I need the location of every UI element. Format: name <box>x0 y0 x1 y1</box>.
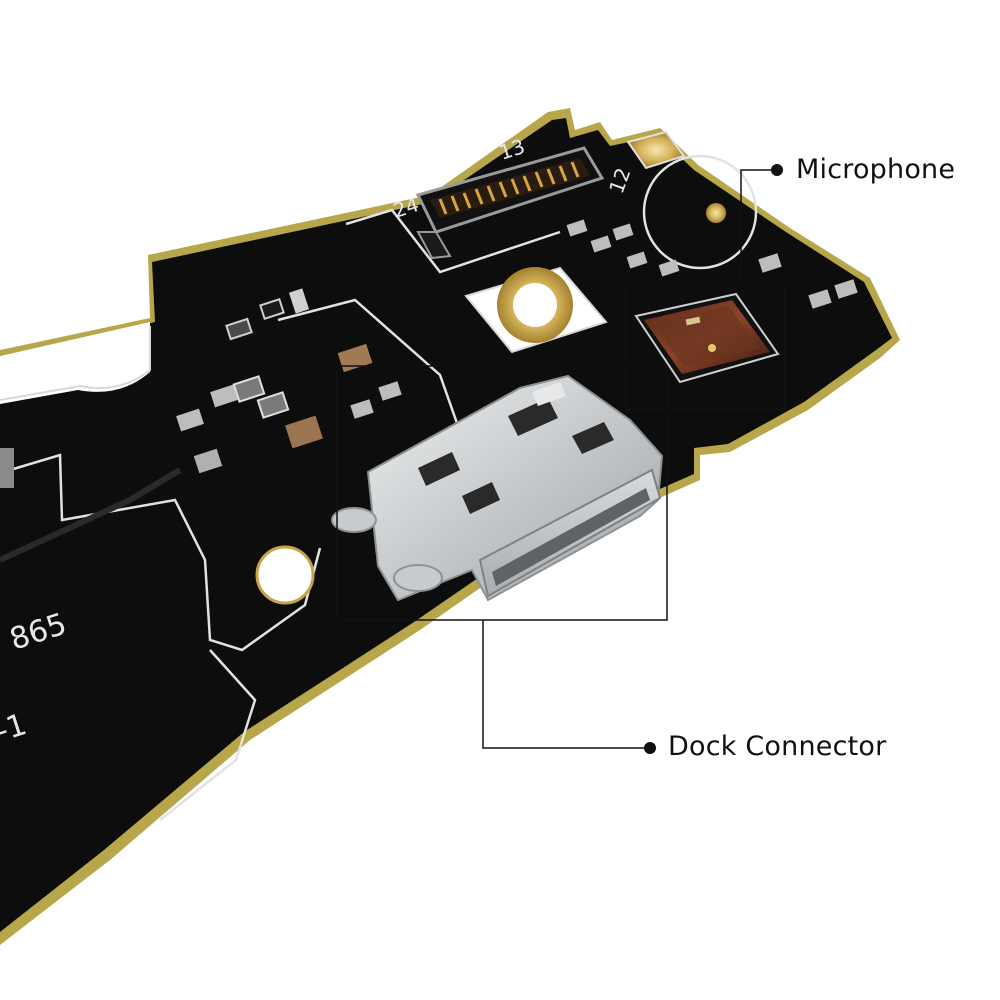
board-notch <box>0 322 150 404</box>
silkscreen-trace-diagonal <box>0 467 182 563</box>
notch-outline <box>0 326 151 401</box>
silkscreen-outline-top <box>345 208 561 274</box>
mounting-hole <box>255 545 315 605</box>
microphone-label: Microphone <box>796 154 956 185</box>
microphone-callout-box <box>625 284 786 410</box>
gold-pad-left <box>0 448 14 488</box>
mic-port-outline <box>642 154 758 270</box>
mic-port-pad <box>706 203 726 223</box>
usb-dock-connector <box>331 374 664 602</box>
dock-connector-leader-line <box>482 620 646 749</box>
microphone-leader-line <box>740 169 775 285</box>
silkscreen-outline-left <box>9 453 322 652</box>
dock-connector-callout-box <box>336 365 668 621</box>
silkscreen-outline-bottom <box>159 649 257 821</box>
silkscreen-outline-center <box>277 298 472 461</box>
screw-pad <box>464 266 608 354</box>
gold-pad-top <box>626 130 686 170</box>
dock-connector-label: Dock Connector <box>668 731 887 762</box>
board-to-board-connector <box>415 146 605 260</box>
smd-components <box>176 219 858 474</box>
microphone-component <box>634 292 780 384</box>
microphone-callout-dot <box>771 164 783 176</box>
dock-connector-callout-dot <box>644 742 656 754</box>
